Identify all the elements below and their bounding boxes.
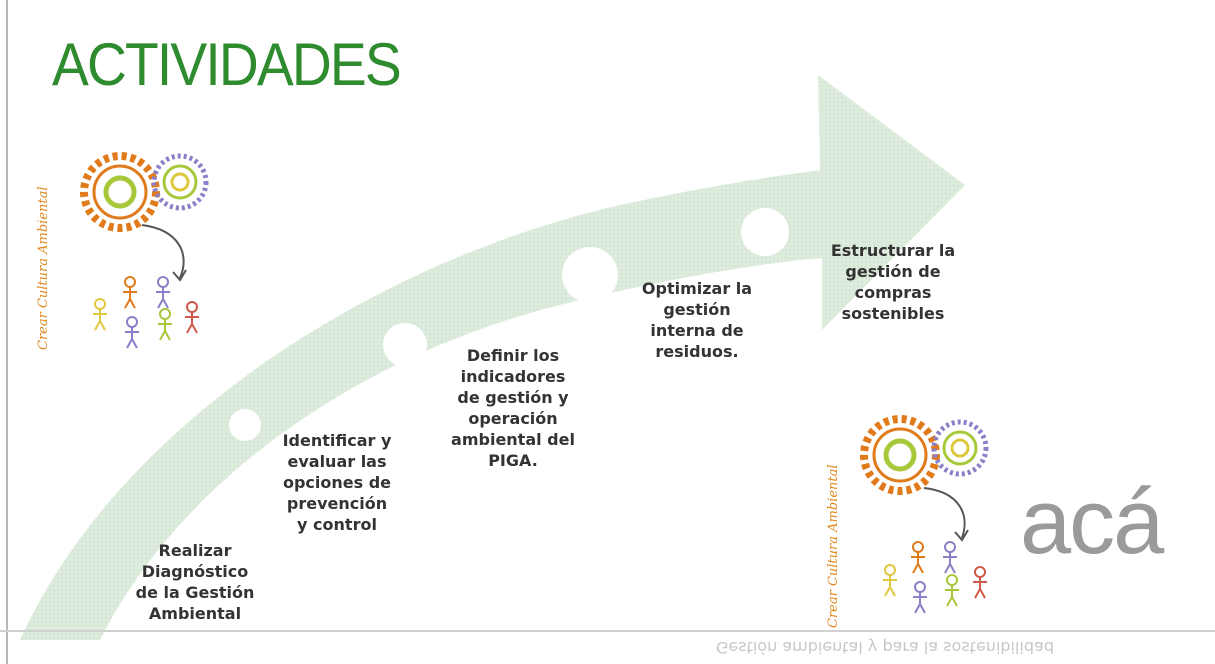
step-line: sostenibles — [841, 304, 945, 323]
step-3: Definir los indicadores de gestión y ope… — [428, 345, 598, 471]
milestone-dot — [562, 247, 618, 303]
step-line: interna de — [650, 321, 744, 340]
step-line: Diagnóstico — [141, 562, 249, 581]
step-line: indicadores — [460, 367, 566, 386]
brand-logo: acá — [1020, 471, 1164, 573]
step-line: PIGA. — [488, 451, 538, 470]
step-line: Definir los — [466, 346, 560, 365]
culture-logo-top — [30, 140, 230, 370]
step-line: residuos. — [655, 342, 739, 361]
left-border — [6, 0, 8, 664]
milestone-dot — [229, 409, 261, 441]
step-line: gestión — [663, 300, 731, 319]
arrow-body — [20, 75, 965, 640]
step-line: Realizar — [158, 541, 232, 560]
step-4: Optimizar la gestión interna de residuos… — [622, 278, 772, 362]
step-line: Identificar y — [282, 431, 392, 450]
people-icon — [883, 541, 987, 614]
gear-icon — [860, 415, 989, 542]
footer-text: Gestión ambiental y para la sostenibilid… — [716, 638, 1054, 657]
step-line: Estructurar la — [830, 241, 956, 260]
step-line: gestión de — [845, 262, 941, 281]
step-line: operación — [468, 409, 558, 428]
milestone-dot — [741, 208, 789, 256]
step-line: y control — [297, 515, 377, 534]
step-line: compras — [854, 283, 932, 302]
step-line: de gestión y — [457, 388, 569, 407]
bottom-divider — [0, 630, 1215, 632]
step-line: evaluar las — [287, 452, 387, 471]
people-icon — [93, 276, 199, 349]
step-5: Estructurar la gestión de compras sosten… — [808, 240, 978, 324]
logo-label-bottom: Crear Cultura Ambiental — [826, 464, 841, 628]
gear-icon — [80, 152, 209, 282]
step-1: Realizar Diagnóstico de la Gestión Ambie… — [120, 540, 270, 624]
step-line: ambiental del — [451, 430, 575, 449]
step-line: Ambiental — [148, 604, 242, 623]
step-line: prevención — [286, 494, 388, 513]
milestone-dot — [383, 323, 427, 367]
logo-label-top: Crear Cultura Ambiental — [36, 186, 51, 350]
step-2: Identificar y evaluar las opciones de pr… — [262, 430, 412, 535]
step-line: opciones de — [282, 473, 392, 492]
page-title: ACTIVIDADES — [52, 31, 402, 98]
culture-logo-bottom — [820, 410, 1020, 630]
step-line: Optimizar la — [641, 279, 753, 298]
step-line: de la Gestión — [135, 583, 255, 602]
